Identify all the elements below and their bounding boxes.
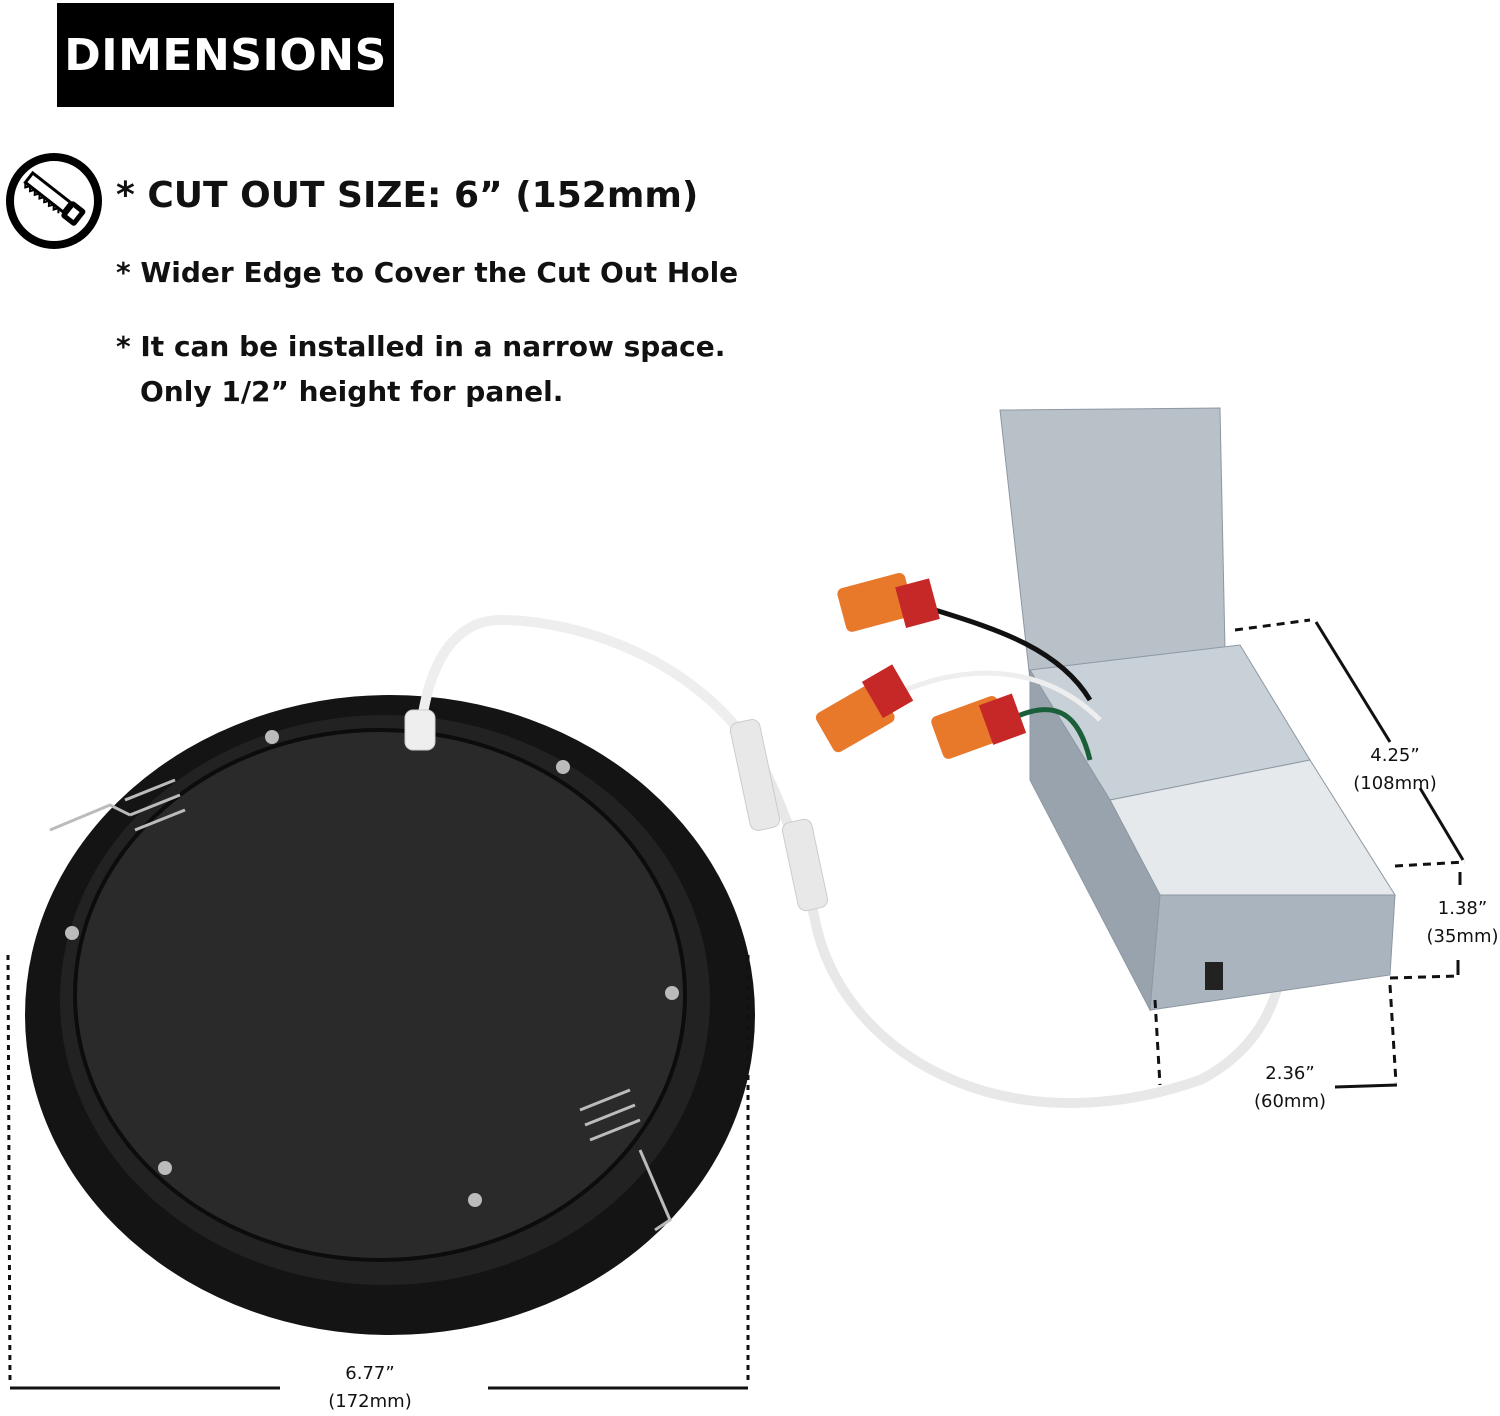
saw-icon (6, 153, 102, 249)
dimension-lines (6, 618, 1466, 1390)
box-height-in: 1.38” (1437, 898, 1488, 919)
feature-narrow-space: * It can be installed in a narrow space. (116, 330, 726, 363)
feature-wider-edge: * Wider Edge to Cover the Cut Out Hole (116, 256, 739, 289)
box-height-dimension: 1.38” (35mm) (1415, 895, 1500, 951)
spring-clip (49, 778, 672, 1232)
panel-diameter-in: 6.77” (345, 1363, 395, 1384)
box-width-dimension: 2.36” (60mm) (1240, 1060, 1340, 1116)
box-height-mm: (35mm) (1426, 926, 1499, 947)
page-title: DIMENSIONS (57, 3, 394, 107)
panel-light (25, 614, 765, 1335)
panel-diameter-dimension: 6.77” (172mm) (320, 1360, 420, 1416)
box-length-in: 4.25” (1370, 745, 1420, 766)
feature-panel-height: Only 1/2” height for panel. (140, 375, 564, 408)
wire-connectors (815, 572, 1027, 759)
cut-out-size: * CUT OUT SIZE: 6” (152mm) (116, 175, 699, 216)
cable-connector (729, 719, 781, 831)
box-width-in: 2.36” (1265, 1063, 1315, 1084)
junction-box (999, 407, 1396, 1012)
panel-diameter-mm: (172mm) (328, 1391, 412, 1412)
box-length-dimension: 4.25” (108mm) (1345, 742, 1445, 798)
box-width-mm: (60mm) (1253, 1091, 1327, 1112)
box-length-mm: (108mm) (1353, 773, 1437, 794)
